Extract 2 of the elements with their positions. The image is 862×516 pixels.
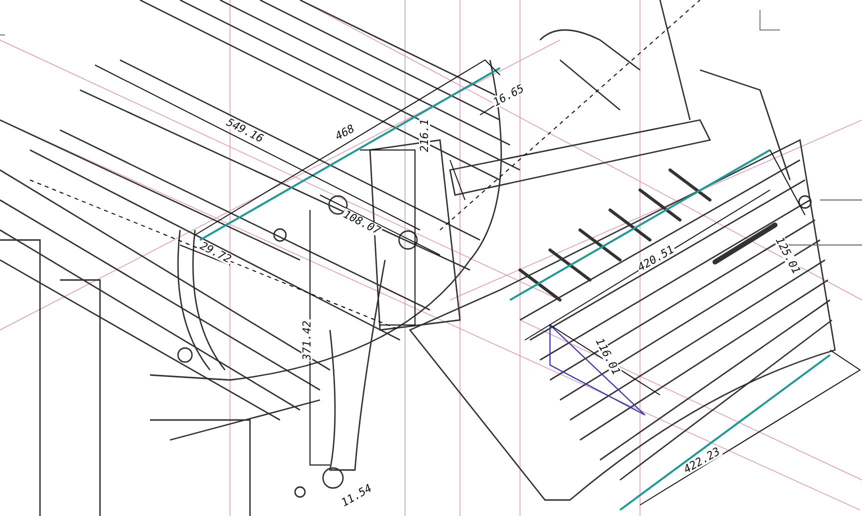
dimension-label: 371.42 bbox=[301, 319, 312, 361]
dimension-label: 216.1 bbox=[418, 117, 430, 153]
